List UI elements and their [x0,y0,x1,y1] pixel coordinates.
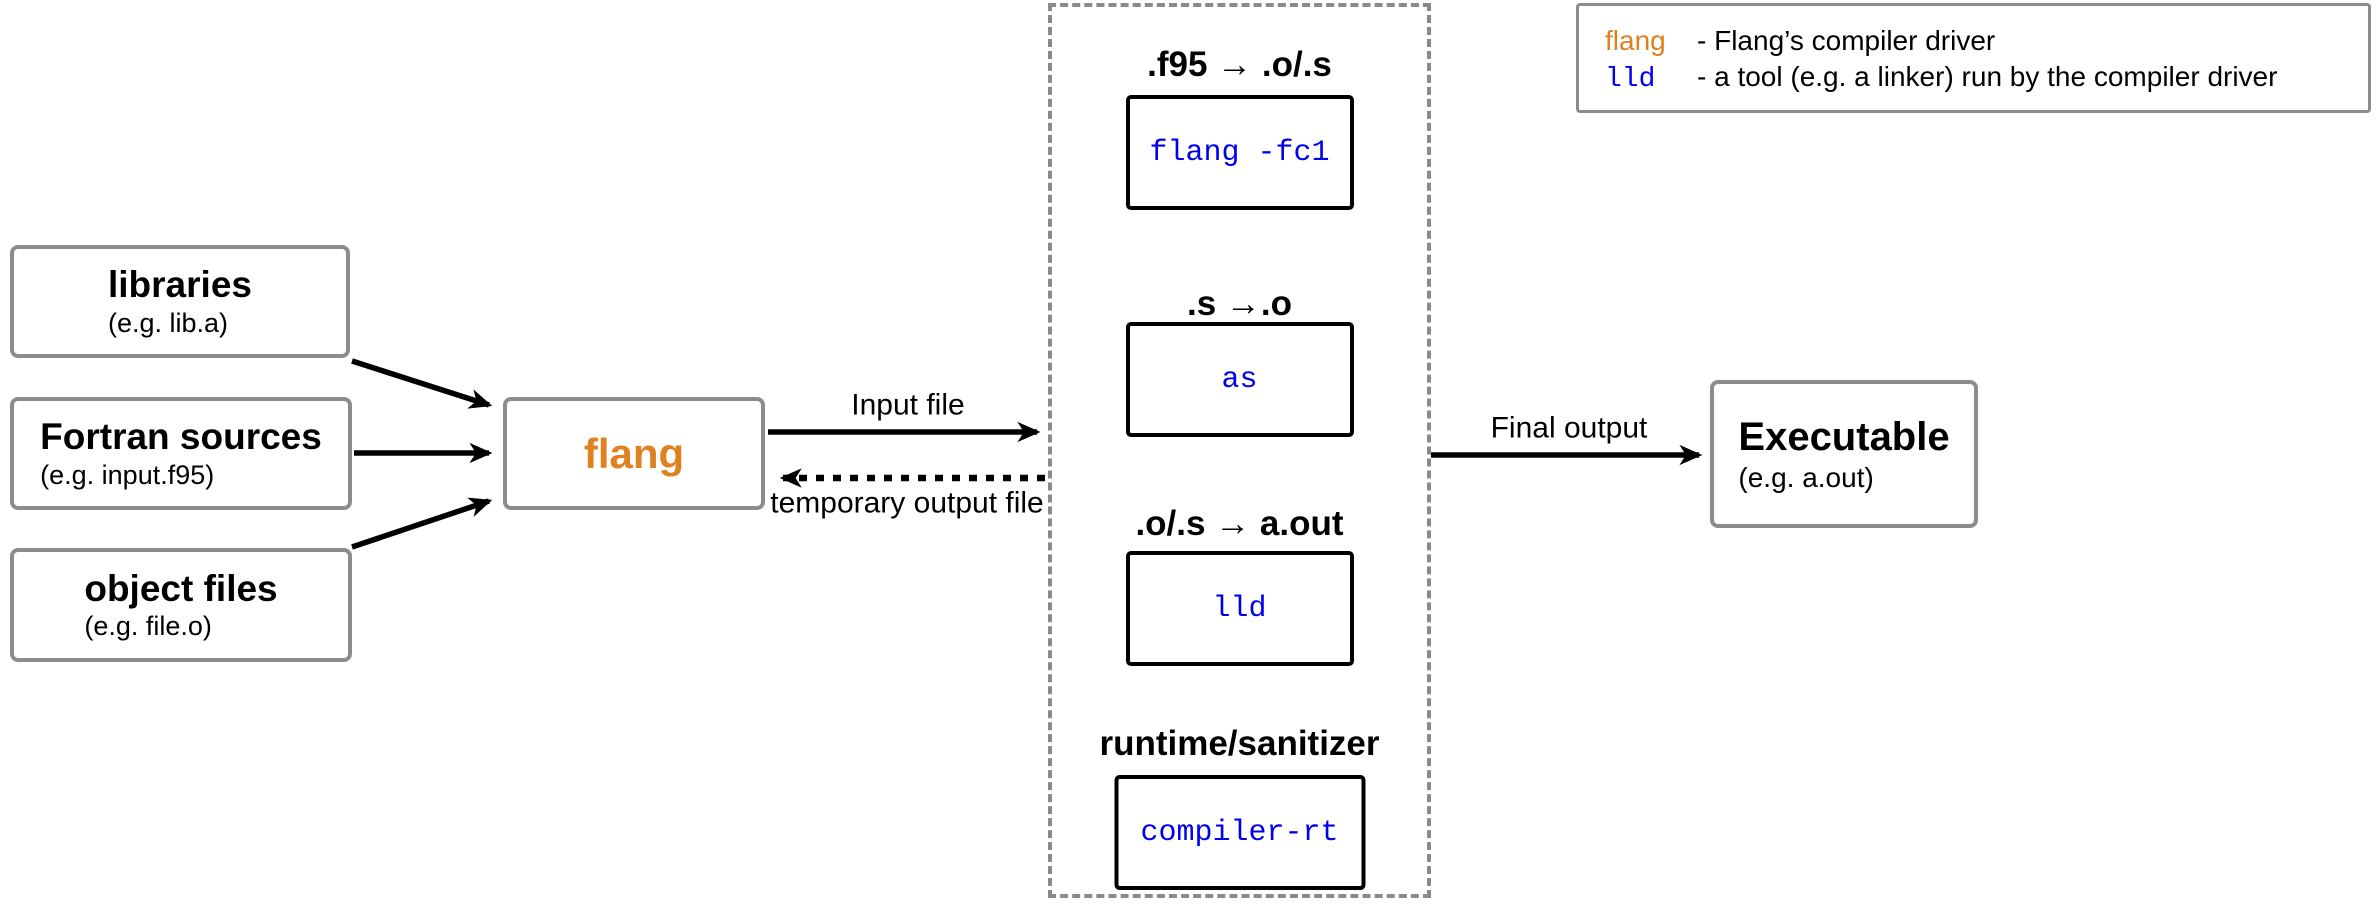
libraries-title: libraries [108,264,252,306]
legend-row-flang: flang - Flang’s compiler driver [1605,23,2368,59]
tool-box-flang-fc1: flang -fc1 [1125,95,1354,210]
legend-term-lld: lld [1605,64,1656,95]
fortran-sources-title: Fortran sources [40,416,322,458]
tool-box-compiler-rt: compiler-rt [1114,775,1365,890]
object-files-title: object files [84,567,278,609]
executable-title: Executable [1738,414,1950,459]
legend-desc-flang: - Flang’s compiler driver [1697,25,1996,56]
temporary-output-file-label: temporary output file [770,486,1044,520]
executable-box: Executable (e.g. a.out) [1710,380,1978,528]
tool-box-as: as [1125,322,1354,437]
tool-label-flang-fc1: flang -fc1 [1149,135,1330,170]
legend-desc-lld: - a tool (e.g. a linker) run by the comp… [1697,61,2278,92]
tool-box-lld: lld [1125,551,1354,666]
legend-term-flang: flang [1605,25,1666,56]
arrow-object-to-flang [351,497,493,550]
stage-caption-obj-to-aout: .o/.s → a.out [1135,504,1344,543]
input-box-fortran-sources: Fortran sources (e.g. input.f95) [10,397,352,510]
tool-label-lld: lld [1212,591,1267,626]
tool-label-as: as [1221,362,1258,397]
input-box-libraries: libraries (e.g. lib.a) [10,245,350,358]
toolchain-container: .f95 → .o/.s flang -fc1 .s →.o as .o/.s … [1048,3,1431,898]
arrow-libraries-to-flang [351,358,493,409]
tool-label-compiler-rt: compiler-rt [1140,815,1339,850]
input-box-object-files: object files (e.g. file.o) [10,548,352,662]
legend-box: flang - Flang’s compiler driver lld - a … [1576,3,2371,113]
input-file-label: Input file [851,388,965,422]
object-files-subtitle: (e.g. file.o) [84,611,212,642]
final-output-label: Final output [1490,411,1648,445]
flang-driver-label: flang [583,429,685,477]
legend-row-lld: lld - a tool (e.g. a linker) run by the … [1605,59,2368,98]
stage-caption-f95-to-obj: .f95 → .o/.s [1147,45,1332,84]
executable-subtitle: (e.g. a.out) [1738,461,1874,493]
stage-caption-runtime-sanitizer: runtime/sanitizer [1099,724,1380,763]
stage-caption-s-to-o: .s →.o [1186,284,1293,323]
fortran-sources-subtitle: (e.g. input.f95) [40,459,215,490]
libraries-subtitle: (e.g. lib.a) [108,307,229,338]
flang-driver-box: flang [503,397,765,510]
